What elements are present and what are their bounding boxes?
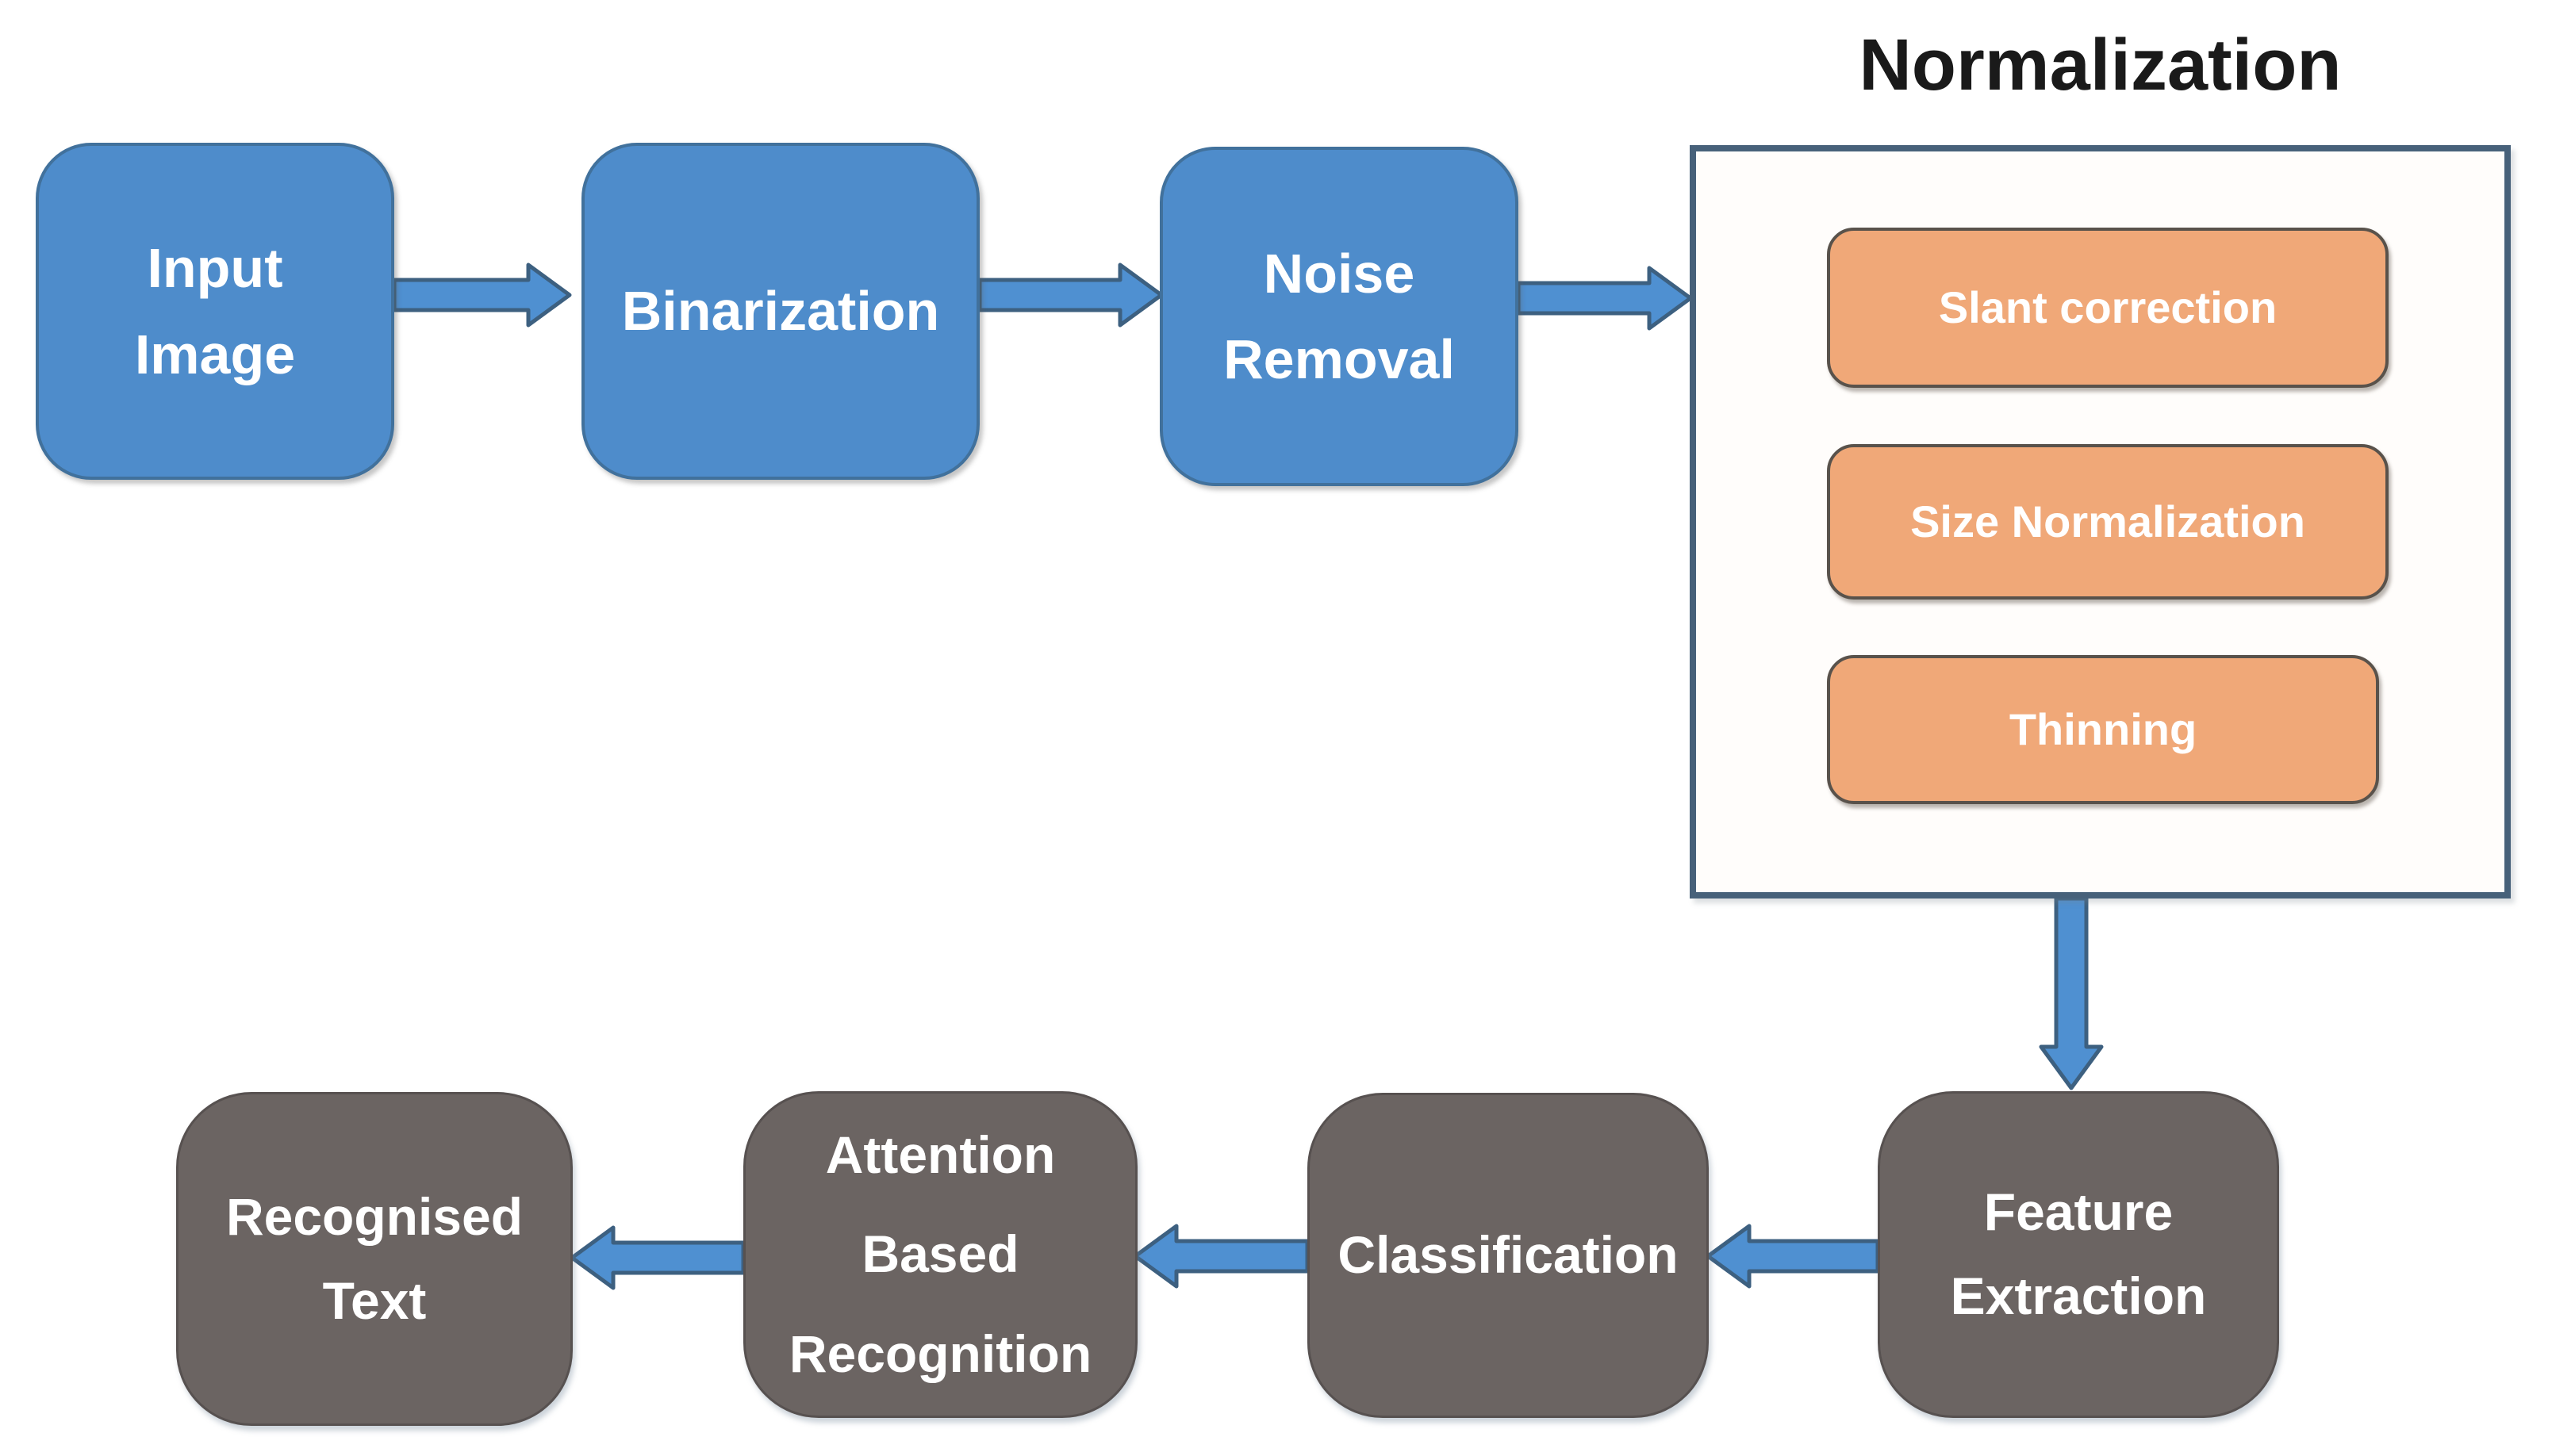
node-size-normalization: Size Normalization — [1827, 444, 2389, 600]
node-thinning: Thinning — [1827, 655, 2379, 804]
node-slant-correction: Slant correction — [1827, 228, 2389, 388]
arrow-normalization-to-feature-extraction — [2039, 896, 2104, 1090]
arrow-input-to-binarization — [392, 262, 572, 328]
normalization-title: Normalization — [1859, 25, 2342, 105]
node-thinning-label: Thinning — [2009, 703, 2197, 754]
node-binarization-label: Binarization — [621, 280, 940, 343]
node-attention-based-recognition-label: Attention Based Recognition — [789, 1125, 1092, 1383]
node-noise-removal-label: Noise Removal — [1223, 242, 1455, 391]
node-classification-label: Classification — [1337, 1225, 1679, 1285]
arrow-classification-to-attention — [1133, 1224, 1310, 1289]
node-recognised-text-label: Recognised Text — [225, 1186, 524, 1330]
node-size-normalization-label: Size Normalization — [1910, 496, 2305, 546]
node-input-image-label: Input Image — [134, 237, 296, 385]
arrow-feature-extraction-to-classification — [1706, 1224, 1880, 1289]
arrow-binarization-to-noise-removal — [977, 262, 1164, 328]
arrow-noise-removal-to-normalization — [1516, 266, 1693, 331]
node-attention-based-recognition: Attention Based Recognition — [743, 1091, 1138, 1418]
node-binarization: Binarization — [581, 143, 980, 480]
arrow-attention-to-recognised-text — [570, 1225, 746, 1290]
node-feature-extraction-label: Feature Extraction — [1950, 1182, 2207, 1325]
node-noise-removal: Noise Removal — [1160, 147, 1518, 486]
node-classification: Classification — [1307, 1093, 1709, 1418]
node-recognised-text: Recognised Text — [176, 1092, 573, 1426]
node-slant-correction-label: Slant correction — [1938, 282, 2278, 332]
node-input-image: Input Image — [36, 143, 394, 480]
node-feature-extraction: Feature Extraction — [1878, 1091, 2279, 1418]
